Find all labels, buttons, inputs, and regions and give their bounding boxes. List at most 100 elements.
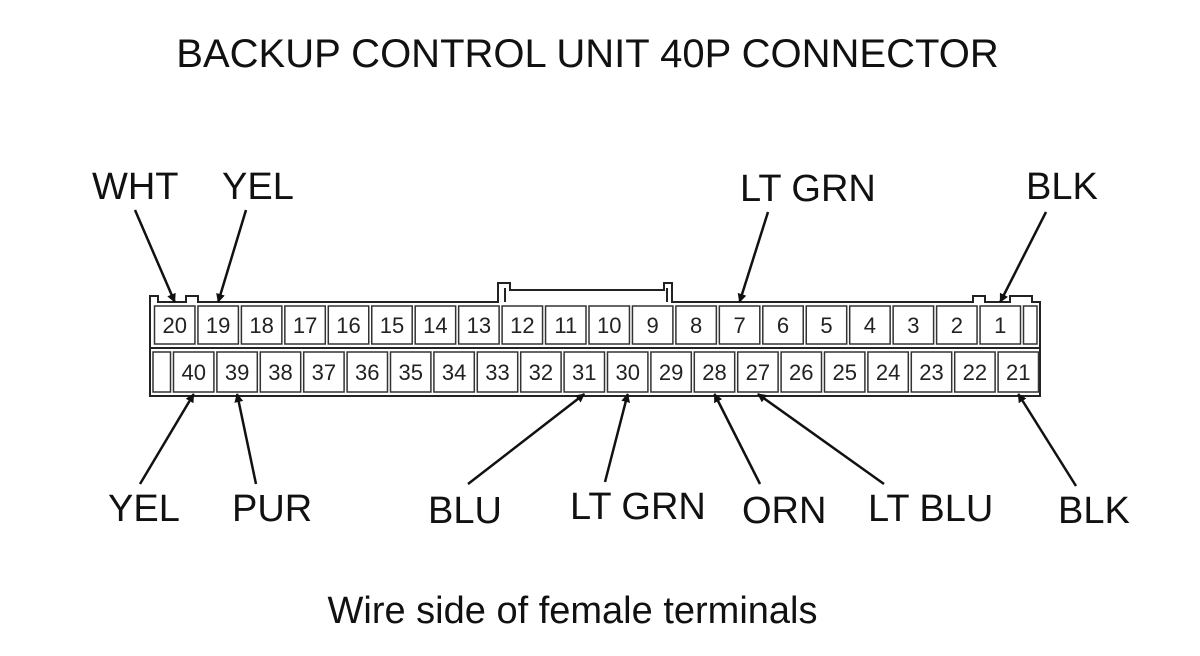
terminal-16-cell: [327, 305, 370, 345]
terminal-5-number: 5: [820, 313, 832, 338]
terminal-29-cell: [650, 351, 693, 393]
terminal-29-number: 29: [659, 360, 683, 385]
arrow-28: [713, 393, 762, 485]
wire-label-blu-31: BLU: [428, 490, 502, 532]
terminal-30-cell: [606, 351, 649, 393]
terminal-10-number: 10: [597, 313, 621, 338]
terminal-19-number: 19: [206, 313, 230, 338]
terminal-28-cell: [693, 351, 736, 393]
terminal-39-cell: [216, 351, 259, 393]
terminal-15-number: 15: [380, 313, 404, 338]
terminal-9-number: 9: [647, 313, 659, 338]
terminal-31-number: 31: [572, 360, 596, 385]
terminal-36-number: 36: [355, 360, 379, 385]
terminal-36-cell: [346, 351, 389, 393]
terminal-35-cell: [389, 351, 432, 393]
terminal-2-number: 2: [951, 313, 963, 338]
terminal-15-cell: [371, 305, 413, 345]
wire-label-yel-40: YEL: [108, 488, 180, 530]
terminal-11-number: 11: [554, 313, 577, 338]
wire-label-ltblu-27: LT BLU: [868, 488, 994, 530]
arrow-30: [603, 393, 631, 483]
terminal-33-number: 33: [485, 360, 509, 385]
terminal-12-cell: [501, 305, 544, 345]
terminal-26-cell: [780, 351, 823, 393]
terminal-37-number: 37: [312, 360, 336, 385]
wire-label-yel-19: YEL: [222, 166, 294, 208]
terminal-22-number: 22: [963, 360, 987, 385]
wire-label-orn-28: ORN: [742, 490, 827, 532]
terminal-3-cell: [892, 305, 935, 345]
terminal-27-number: 27: [746, 360, 770, 385]
terminal-40-number: 40: [181, 360, 205, 385]
terminal-1-cell: [979, 305, 1022, 345]
terminal-11-cell: [544, 305, 587, 345]
terminal-5-cell: [805, 305, 848, 345]
terminal-35-number: 35: [398, 360, 422, 385]
terminal-7-cell: [718, 305, 761, 345]
arrow-21: [1017, 393, 1078, 487]
terminal-21-number: 21: [1006, 360, 1030, 385]
terminal-1-number: 1: [994, 313, 1006, 338]
arrow-1: [999, 211, 1048, 303]
terminal-20-cell: [153, 305, 196, 345]
terminal-7-number: 7: [733, 313, 745, 338]
terminal-20-number: 20: [162, 313, 186, 338]
terminal-13-number: 13: [467, 313, 491, 338]
terminal-30-number: 30: [615, 360, 639, 385]
terminal-2-cell: [935, 305, 978, 345]
terminal-9-cell: [631, 305, 674, 345]
diagram-title: BACKUP CONTROL UNIT 40P CONNECTOR: [176, 32, 999, 76]
terminal-27-cell: [736, 351, 779, 393]
terminal-23-number: 23: [919, 360, 943, 385]
wire-label-blk-1: BLK: [1026, 166, 1098, 208]
empty-slot-bottom: [152, 351, 172, 393]
terminal-38-cell: [259, 351, 302, 393]
terminal-23-cell: [910, 351, 953, 393]
terminal-14-cell: [414, 305, 457, 345]
terminal-34-cell: [433, 351, 476, 393]
terminal-3-number: 3: [907, 313, 919, 338]
diagram-caption: Wire side of female terminals: [327, 590, 818, 632]
terminal-8-number: 8: [690, 313, 702, 338]
terminal-8-cell: [675, 305, 718, 345]
terminal-24-number: 24: [876, 360, 900, 385]
terminal-37-cell: [302, 351, 345, 393]
terminal-40-cell: [172, 351, 215, 393]
arrow-31: [467, 393, 586, 485]
terminal-12-number: 12: [510, 313, 534, 338]
terminal-24-cell: [867, 351, 910, 393]
terminal-10-cell: [588, 305, 631, 345]
terminal-31-cell: [563, 351, 606, 393]
terminal-6-cell: [762, 305, 804, 345]
terminal-4-number: 4: [864, 313, 876, 338]
arrow-40: [138, 393, 195, 485]
terminal-18-number: 18: [249, 313, 273, 338]
terminal-22-cell: [953, 351, 996, 393]
terminal-16-number: 16: [336, 313, 360, 338]
arrow-19: [216, 209, 248, 303]
terminal-34-number: 34: [442, 360, 466, 385]
terminal-32-cell: [519, 351, 562, 393]
terminal-4-cell: [848, 305, 891, 345]
terminal-17-cell: [284, 305, 327, 345]
terminal-6-number: 6: [777, 313, 789, 338]
arrow-27: [757, 392, 885, 486]
empty-slot-top: [1022, 305, 1038, 345]
terminal-33-cell: [476, 351, 519, 393]
terminal-38-number: 38: [268, 360, 292, 385]
wire-label-blk-21: BLK: [1058, 490, 1130, 532]
wire-label-ltgrn-7: LT GRN: [740, 168, 876, 210]
arrow-20: [133, 209, 176, 303]
terminal-18-cell: [240, 305, 283, 345]
terminal-13-cell: [457, 305, 500, 345]
terminal-28-number: 28: [702, 360, 726, 385]
terminal-17-number: 17: [293, 313, 317, 338]
arrow-7: [737, 211, 770, 303]
wire-label-wht-20: WHT: [92, 166, 179, 208]
terminal-39-number: 39: [225, 360, 249, 385]
terminal-32-number: 32: [529, 360, 553, 385]
